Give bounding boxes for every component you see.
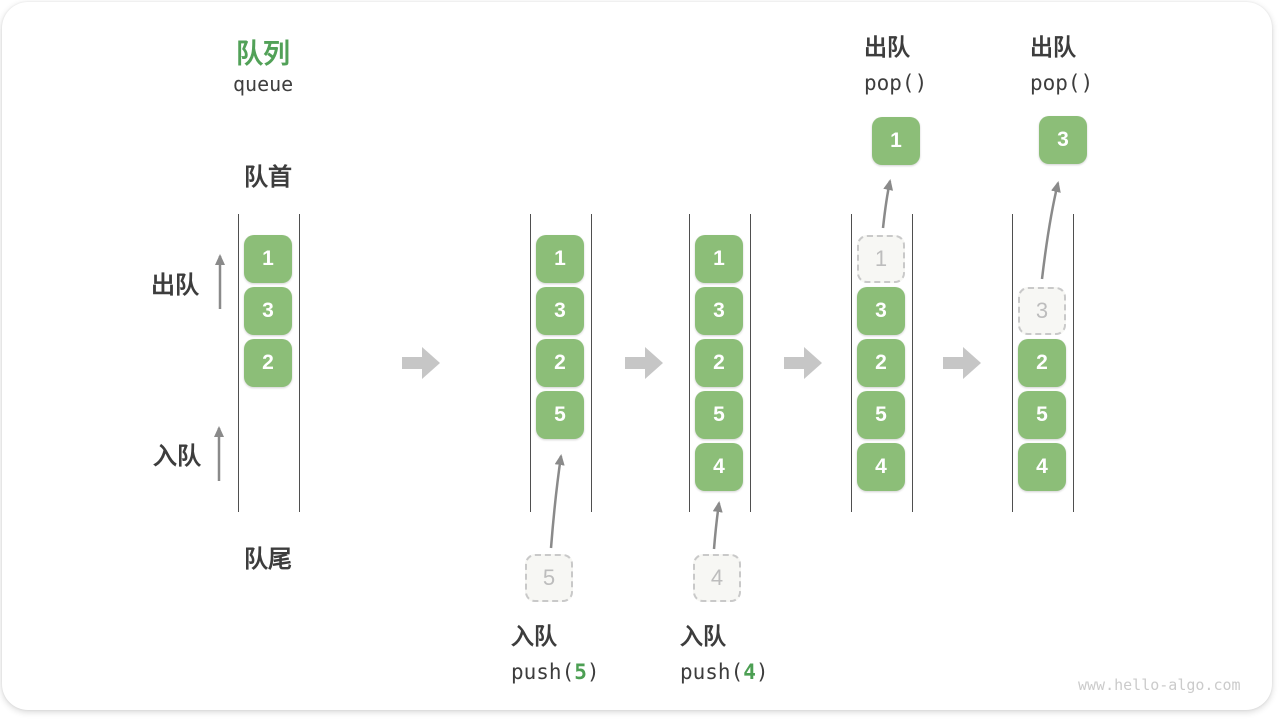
queue-item-ghost: 3 xyxy=(1018,287,1066,335)
queue-item: 3 xyxy=(857,287,905,335)
queue-item: 3 xyxy=(695,287,743,335)
queue-item: 2 xyxy=(536,339,584,387)
step-arrow-icon xyxy=(625,347,663,379)
queue-item: 2 xyxy=(857,339,905,387)
incoming-item-ghost: 5 xyxy=(525,554,573,602)
push-operation-label: 入队 push(4) xyxy=(680,617,769,684)
queue-item: 5 xyxy=(695,391,743,439)
step-arrow-icon xyxy=(943,347,981,379)
queue-item: 4 xyxy=(695,443,743,491)
diagram-subtitle: queue xyxy=(233,72,294,96)
watermark: www.hello-algo.com xyxy=(1078,676,1241,694)
queue-item: 5 xyxy=(857,391,905,439)
diagram-title: 队列 xyxy=(236,39,290,69)
queue-item: 2 xyxy=(1018,339,1066,387)
queue-item-ghost: 1 xyxy=(857,235,905,283)
pop-code-text: pop() xyxy=(864,71,928,95)
step-arrow-icon xyxy=(402,347,440,379)
incoming-item-ghost: 4 xyxy=(693,554,741,602)
push-action-text: 入队 xyxy=(680,623,726,649)
queue-item: 1 xyxy=(695,235,743,283)
queue-item: 2 xyxy=(244,339,292,387)
queue-item: 1 xyxy=(244,235,292,283)
code-arg: 5 xyxy=(574,660,587,684)
pop-action-text: 出队 xyxy=(1030,34,1076,60)
step-arrow-icon xyxy=(784,347,822,379)
pop-action-text: 出队 xyxy=(864,34,910,60)
code-text: ) xyxy=(586,660,600,684)
push-code-text: push(4) xyxy=(680,660,769,684)
enqueue-side-label: 入队 xyxy=(153,443,201,470)
queue-item: 2 xyxy=(695,339,743,387)
popped-item: 1 xyxy=(872,117,920,165)
queue-item: 4 xyxy=(1018,443,1066,491)
dequeue-side-label: 出队 xyxy=(151,272,199,299)
queue-item: 5 xyxy=(536,391,584,439)
push-code-text: push(5) xyxy=(511,660,600,684)
push-operation-label: 入队 push(5) xyxy=(511,617,600,684)
code-arg: 4 xyxy=(743,660,756,684)
pop-code-text: pop() xyxy=(1030,71,1094,95)
queue-item: 3 xyxy=(244,287,292,335)
code-text: push( xyxy=(680,660,744,684)
queue-item: 3 xyxy=(536,287,584,335)
popped-item: 3 xyxy=(1039,116,1087,164)
queue-item: 1 xyxy=(536,235,584,283)
code-text: push( xyxy=(511,660,575,684)
queue-rear-label: 队尾 xyxy=(244,546,292,573)
pop-operation-label: 出队 pop() xyxy=(1030,28,1093,95)
code-text: ) xyxy=(755,660,769,684)
push-action-text: 入队 xyxy=(511,623,557,649)
queue-item: 4 xyxy=(857,443,905,491)
pop-operation-label: 出队 pop() xyxy=(864,28,927,95)
queue-front-label: 队首 xyxy=(244,164,292,191)
queue-item: 5 xyxy=(1018,391,1066,439)
